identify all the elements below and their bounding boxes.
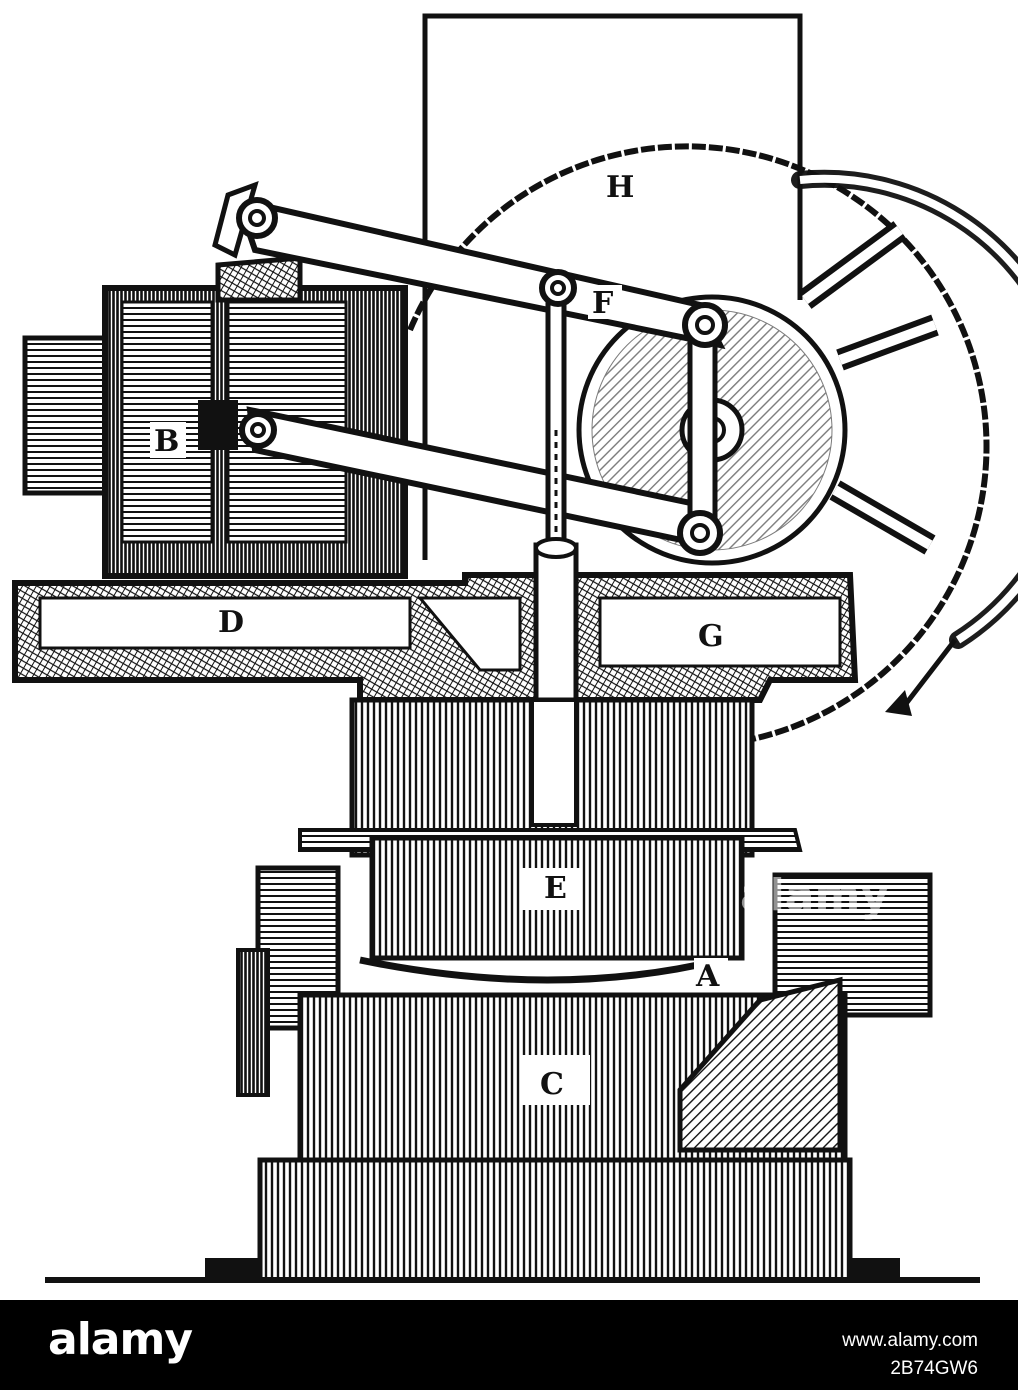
label-e: E bbox=[544, 871, 567, 906]
label-d: D bbox=[218, 605, 244, 640]
pump-cylinder-e bbox=[298, 697, 803, 984]
cylinder-b bbox=[22, 255, 408, 579]
pivot-pins bbox=[236, 197, 728, 556]
part-labels: H F B D G E A C bbox=[150, 168, 728, 1102]
label-a: A bbox=[695, 959, 720, 994]
engine-illustration: H F B D G E A C bbox=[12, 13, 1018, 1283]
label-f: F bbox=[592, 286, 613, 321]
base-plate bbox=[12, 537, 859, 708]
label-g: G bbox=[698, 619, 724, 654]
stock-url: www.alamy.com bbox=[842, 1330, 978, 1351]
upright-frame bbox=[422, 13, 803, 560]
brand-logo: alamy bbox=[48, 1314, 193, 1365]
stock-footer: alamy 2B74GW6 www.alamy.com bbox=[0, 1300, 1018, 1390]
stock-image-id: 2B74GW6 bbox=[890, 1358, 978, 1379]
lower-housing-c bbox=[45, 865, 980, 1283]
flywheel bbox=[407, 143, 1018, 743]
label-h: H bbox=[606, 170, 634, 205]
label-c: C bbox=[540, 1067, 564, 1102]
label-b: B bbox=[154, 424, 179, 459]
